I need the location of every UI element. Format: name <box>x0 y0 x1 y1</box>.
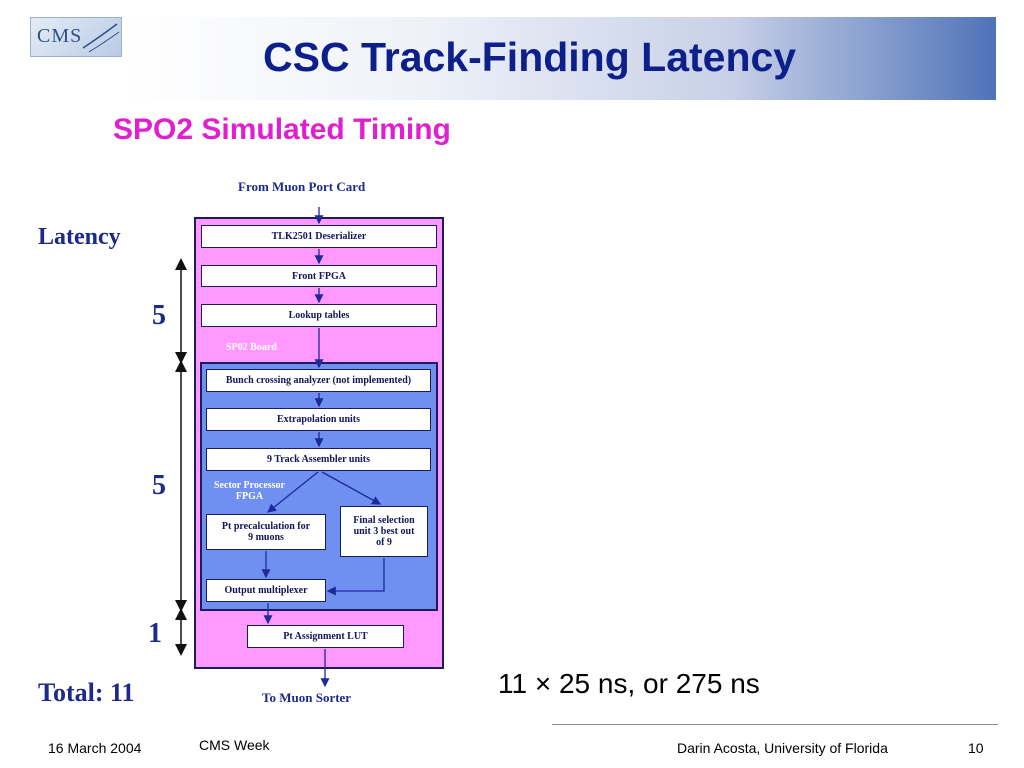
final-line3: of 9 <box>376 537 392 548</box>
arrow-assembler-precalc <box>266 471 319 513</box>
fpga-label-line2: FPGA <box>235 491 264 502</box>
board-label: SP02 Board <box>226 342 277 353</box>
lookup-tables-box: Lookup tables <box>201 304 437 327</box>
latency-arrows <box>175 258 187 656</box>
bunch-crossing-box: Bunch crossing analyzer (not implemented… <box>206 369 431 392</box>
cms-logo: CMS <box>30 17 122 57</box>
footer-rule <box>552 724 998 725</box>
footer-date: 16 March 2004 <box>48 740 142 756</box>
final-selection-box: Final selection unit 3 best out of 9 <box>340 506 428 557</box>
pt-precalc-line1: Pt precalculation for <box>221 521 311 532</box>
fpga-label: Sector Processor FPGA <box>214 480 285 502</box>
pt-assignment-lut-box: Pt Assignment LUT <box>247 625 404 648</box>
logo-text: CMS <box>37 25 83 47</box>
latency-result: 11 × 25 ns, or 275 ns <box>498 668 760 699</box>
final-line1: Final selection <box>353 515 415 526</box>
latency-value-3: 1 <box>148 618 162 649</box>
extrapolation-units-box: Extrapolation units <box>206 408 431 431</box>
pt-precalc-line2: 9 muons <box>248 532 284 543</box>
title-band <box>122 17 996 100</box>
logo-swoosh-icon <box>82 23 120 53</box>
output-multiplexer-box: Output multiplexer <box>206 579 326 602</box>
footer-author: Darin Acosta, University of Florida <box>677 740 888 756</box>
front-fpga-box: Front FPGA <box>201 265 437 287</box>
footer-event: CMS Week <box>199 737 270 753</box>
arrow-final-mux <box>326 558 385 596</box>
final-line2: unit 3 best out <box>353 526 415 537</box>
slide-title: CSC Track-Finding Latency <box>263 34 797 80</box>
track-assembler-box: 9 Track Assembler units <box>206 448 431 471</box>
footer-page-number: 10 <box>968 740 984 756</box>
total-latency: Total: 11 <box>38 678 135 707</box>
tlk-deserializer-box: TLK2501 Deserializer <box>201 225 437 248</box>
output-label: To Muon Sorter <box>262 690 352 705</box>
fpga-label-line1: Sector Processor <box>214 480 285 491</box>
arrow-assembler-final <box>321 471 382 505</box>
pt-precalculation-box: Pt precalculation for 9 muons <box>206 514 326 550</box>
slide-subtitle: SPO2 Simulated Timing <box>113 113 451 146</box>
latency-value-2: 5 <box>152 470 166 501</box>
latency-heading: Latency <box>38 224 121 250</box>
latency-value-1: 5 <box>152 300 166 331</box>
input-label: From Muon Port Card <box>238 179 366 194</box>
